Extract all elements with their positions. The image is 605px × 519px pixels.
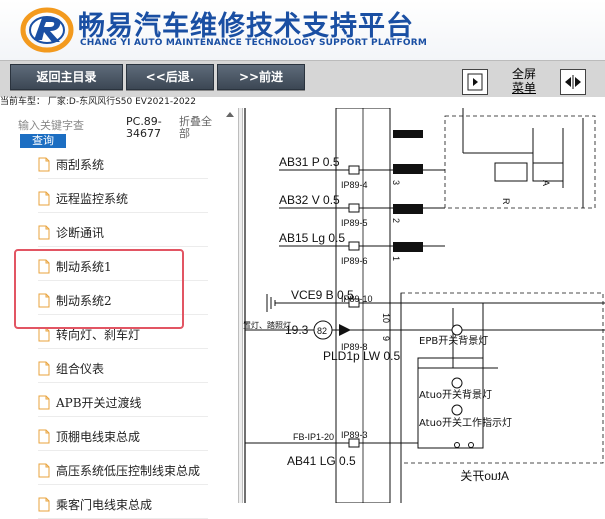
pin-label: IP89-5 xyxy=(341,218,368,228)
connector-terminal xyxy=(393,204,423,214)
site-subtitle: CHANG YI AUTO MAINTENANCE TECHNOLOGY SUP… xyxy=(80,38,428,48)
tree-item[interactable]: 诊断通讯 xyxy=(38,218,208,247)
fold-all-line2: 部 xyxy=(179,127,190,140)
tree-item[interactable]: 制动系统1 xyxy=(38,252,208,281)
tree-item-label: 制动系统2 xyxy=(56,293,112,308)
terminal-number: 2 xyxy=(391,218,401,223)
value-label: 19.3 xyxy=(285,323,309,337)
document-icon xyxy=(38,429,50,443)
tree-item-label: 顶棚电线束总成 xyxy=(56,429,141,444)
tree-item-label: APB开关过渡线 xyxy=(56,395,142,410)
connector-terminal xyxy=(393,242,423,252)
toolbar: 返回主目录 <<后退. >>前进 全屏 菜单 xyxy=(0,60,605,97)
wire-label: AB31 P 0.5 xyxy=(279,155,340,169)
fb-label: FB-IP1-20 xyxy=(293,432,334,442)
epb-lamp-label: EPB开关背景灯 xyxy=(419,334,488,347)
caret-right-icon xyxy=(467,73,483,91)
wiring-diagram-canvas: R A AB31 P 0.5 IP89-4 3 AB32 V 0.5 IP89-… xyxy=(243,108,605,503)
wire-label: PLD1p LW 0.5 xyxy=(323,349,400,363)
pin-label: IP89-4 xyxy=(341,180,368,190)
terminal-number: 1 xyxy=(391,256,401,261)
brand-logo-icon xyxy=(20,6,74,54)
app-header: 畅易汽车维修技术支持平台 CHANG YI AUTO MAINTENANCE T… xyxy=(0,0,605,60)
pc-code: PC.89- 34677 xyxy=(126,116,162,140)
fold-all-line1: 折叠全 xyxy=(179,115,212,128)
pc-code-line2: 34677 xyxy=(126,127,161,140)
pin-label: IP89-10 xyxy=(341,294,373,304)
tree-item[interactable]: 远程监控系统 xyxy=(38,184,208,213)
tree-item[interactable]: APB开关过渡线 xyxy=(38,388,208,417)
connector-terminal xyxy=(393,164,423,174)
terminal-number: 9 xyxy=(381,336,391,341)
fold-all-link[interactable]: 折叠全 部 xyxy=(179,116,212,140)
tree-item[interactable]: 高压系统低压控制线束总成 xyxy=(38,456,208,485)
tree-item-label: 组合仪表 xyxy=(56,361,105,376)
collapse-panel-button[interactable] xyxy=(462,69,488,95)
expand-both-button[interactable] xyxy=(560,69,586,95)
document-icon xyxy=(38,225,50,239)
forward-button[interactable]: >>前进 xyxy=(217,64,305,90)
wire-label: AB15 Lg 0.5 xyxy=(279,231,345,245)
fullscreen-menu-button[interactable]: 全屏 菜单 xyxy=(497,67,551,95)
menu-label: 菜单 xyxy=(511,81,536,95)
tree-item[interactable]: 顶棚电线束总成 xyxy=(38,422,208,451)
document-icon xyxy=(38,157,50,171)
circle-number: 82 xyxy=(317,326,327,336)
back-to-main-button[interactable]: 返回主目录 xyxy=(10,64,123,90)
panel-splitter[interactable] xyxy=(238,108,243,503)
document-icon xyxy=(38,191,50,205)
document-icon xyxy=(38,293,50,307)
connector-terminal xyxy=(393,130,423,138)
document-icon xyxy=(38,395,50,409)
tree-item-label: 乘客门电线束总成 xyxy=(56,497,153,512)
wire-label: AB41 LG 0.5 xyxy=(287,454,356,468)
pin-label: IP89-6 xyxy=(341,256,368,266)
terminal-number: 10 xyxy=(381,313,391,323)
tree-item[interactable]: 乘客门电线束总成 xyxy=(38,490,208,519)
tree-item-label: 高压系统低压控制线束总成 xyxy=(56,463,201,478)
tree-item[interactable]: 组合仪表 xyxy=(38,354,208,383)
document-icon xyxy=(38,463,50,477)
tree-item[interactable]: 制动系统2 xyxy=(38,286,208,315)
document-icon xyxy=(38,497,50,511)
left-panel: 输入关键字查 查询 PC.89- 34677 折叠全 部 雨刮系统 远程监控系统… xyxy=(0,108,238,519)
fullscreen-label: 全屏 xyxy=(511,67,536,81)
wire-label: VCE9 B 0.5 xyxy=(291,288,354,302)
tree-item[interactable]: 转向灯、刹车灯 xyxy=(38,320,208,349)
atuo-switch-mirrored-label: Atuo开关 xyxy=(460,469,509,483)
terminal-number: 3 xyxy=(391,180,401,185)
tree-item-label: 雨刮系统 xyxy=(56,157,105,172)
selection-highlight xyxy=(14,249,184,329)
pc-code-line1: PC.89- xyxy=(126,115,162,128)
switch-label-r: R xyxy=(501,198,511,205)
atuo-lamp-label-1: Atuo开关背景灯 xyxy=(419,388,492,401)
search-input[interactable]: 输入关键字查 xyxy=(18,119,84,132)
wiring-diagram[interactable]: R A AB31 P 0.5 IP89-4 3 AB32 V 0.5 IP89-… xyxy=(243,108,605,503)
double-arrow-icon xyxy=(565,75,581,89)
site-title: 畅易汽车维修技术支持平台 xyxy=(78,11,414,42)
tree-item-label: 制动系统1 xyxy=(56,259,112,274)
tree-item[interactable]: 雨刮系统 xyxy=(38,150,208,179)
document-icon xyxy=(38,259,50,273)
side-label: 置灯、踏照灯 xyxy=(243,320,291,330)
back-button[interactable]: <<后退. xyxy=(126,64,214,90)
switch-label-a: A xyxy=(541,180,551,186)
atuo-lamp-label-2: Atuo开关工作指示灯 xyxy=(419,416,512,429)
pin-label: IP89-8 xyxy=(341,342,368,352)
tree-item-label: 转向灯、刹车灯 xyxy=(56,327,141,342)
search-button[interactable]: 查询 xyxy=(20,134,66,148)
scroll-up-arrow-icon[interactable] xyxy=(226,112,234,117)
pin-label: IP89-3 xyxy=(341,430,368,440)
tree-item-label: 远程监控系统 xyxy=(56,191,129,206)
wire-label: AB32 V 0.5 xyxy=(279,193,340,207)
tree-item-label: 诊断通讯 xyxy=(56,225,105,240)
document-icon xyxy=(38,361,50,375)
current-vehicle: 当前车型： 厂家:D-东风风行S50 EV2021-2022 xyxy=(0,97,196,107)
